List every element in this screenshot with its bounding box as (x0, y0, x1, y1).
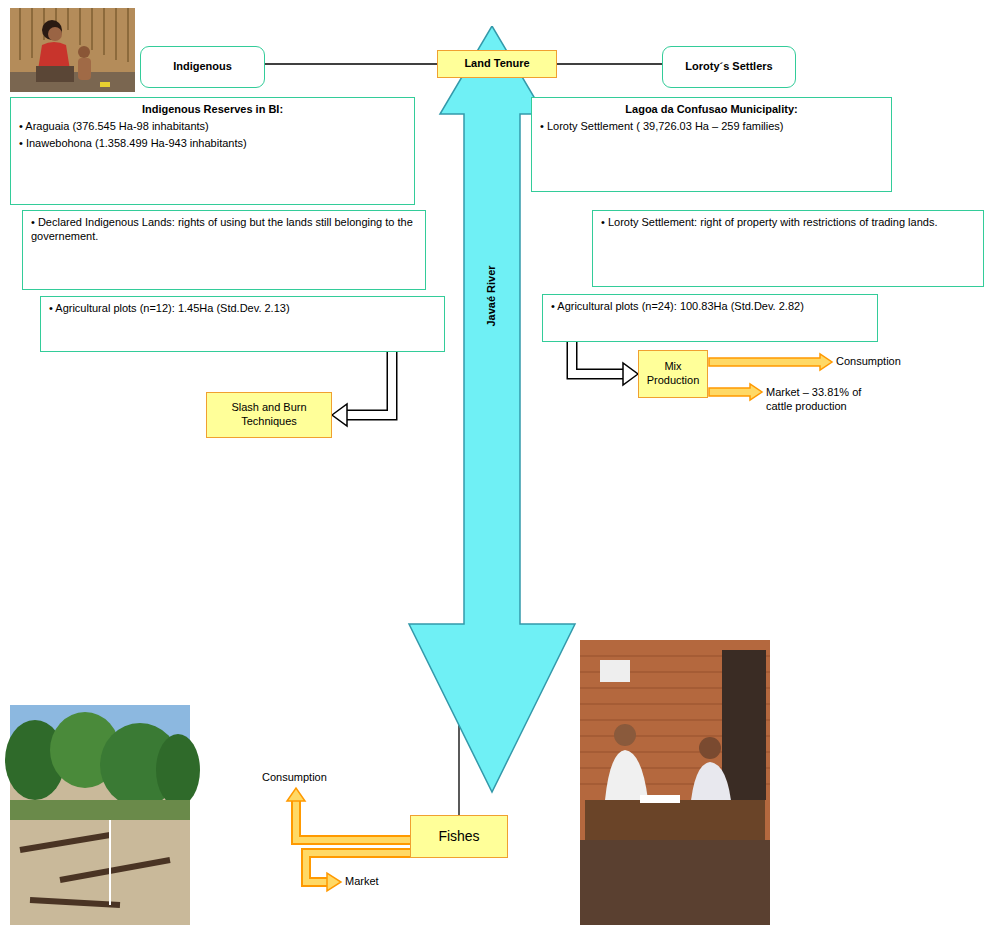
group-box: Loroty´s Settlers (662, 46, 796, 88)
photo-settlers-office-part (614, 724, 636, 746)
node-text: Slash and Burn Techniques (212, 401, 326, 429)
node-text: Land Tenure (464, 57, 529, 71)
arrow-head (623, 363, 638, 385)
photo-settlers-office-part (605, 750, 648, 800)
connector-line (265, 63, 437, 64)
node-text: Lagoa da Confusao Municipality: (540, 103, 883, 117)
photo-mother-child-part (10, 8, 135, 92)
photo-settlers-office-part (640, 795, 680, 803)
node-text: Indigenous Reserves in BI: (19, 103, 406, 117)
photo-settlers-office-part (580, 840, 770, 925)
output-arrow-part (709, 354, 832, 370)
connector-line (557, 63, 662, 64)
info-box: Indigenous Reserves in BI: • Araguaia (37… (10, 97, 415, 205)
photo-settlers-office (580, 640, 770, 925)
photo-mother-child-part (48, 27, 62, 41)
output-arrow-part (296, 800, 410, 840)
group-box: Indigenous (140, 46, 265, 88)
process-box: Fishes (410, 815, 508, 858)
output-arrow-part (296, 800, 410, 840)
connector-line (458, 725, 459, 815)
output-label: Market – 33.81% of cattle production (766, 386, 878, 414)
node-text: Loroty´s Settlers (685, 60, 772, 74)
output-label: Market (345, 875, 379, 889)
node-text: • Loroty Settlement ( 39,726.03 Ha – 259… (540, 120, 883, 134)
photo-mother-child (10, 8, 135, 92)
connector (557, 64, 662, 65)
node-text: • Agricultural plots (n=12): 1.45Ha (Std… (49, 302, 436, 316)
node-text: • Araguaia (376.545 Ha-98 inhabitants) (19, 120, 406, 134)
connector (572, 342, 638, 385)
photo-mother-child-part (20, 8, 128, 62)
photo-mother-child-part (42, 20, 62, 40)
info-box: • Loroty Settlement: right of property w… (592, 210, 984, 287)
photo-settlers-office-part (699, 737, 721, 759)
output-arrow (287, 788, 410, 891)
connector-outline (346, 352, 392, 415)
info-box: • Declared Indigenous Lands: rights of u… (22, 210, 426, 290)
node-text: Mix Production (644, 360, 702, 388)
river-label: Javaé River (485, 265, 499, 326)
node-text: • Declared Indigenous Lands: rights of u… (31, 216, 417, 244)
photo-mother-child-part (36, 66, 74, 82)
photo-forest-clearing (5, 705, 200, 925)
connector (265, 64, 437, 65)
output-label: Consumption (836, 355, 901, 369)
node-text: • Inawebohona (1.358.499 Ha-943 inhabita… (19, 137, 406, 151)
output-arrow-part (709, 384, 762, 400)
photo-settlers-office-part (585, 800, 765, 840)
output-arrow-part (287, 788, 305, 801)
process-box: Mix Production (638, 350, 708, 398)
photo-mother-child-part (100, 82, 110, 87)
connector-fill (572, 342, 624, 374)
photo-forest-clearing-part (109, 820, 111, 905)
photo-settlers-office-part (600, 660, 630, 682)
connector-outline (572, 342, 624, 374)
node-text: Fishes (438, 828, 479, 846)
photo-forest-clearing-part (20, 835, 170, 905)
connector (459, 725, 460, 815)
output-label: Consumption (262, 771, 327, 785)
node-text: • Agricultural plots (n=24): 100.83Ha (S… (551, 300, 869, 314)
photo-forest-clearing-part (156, 734, 200, 806)
photo-forest-clearing-part (10, 800, 190, 820)
output-arrow-part (327, 873, 341, 891)
title-box: Land Tenure (437, 50, 557, 78)
photo-settlers-office-part (580, 640, 770, 925)
arrow-head (332, 404, 347, 426)
connector-fill (346, 352, 392, 415)
info-box: Lagoa da Confusao Municipality: • Loroty … (531, 97, 892, 192)
info-box: • Agricultural plots (n=24): 100.83Ha (S… (542, 294, 878, 342)
photo-settlers-office-part (722, 650, 766, 800)
connector (332, 352, 392, 426)
info-box: • Agricultural plots (n=12): 1.45Ha (Std… (40, 296, 445, 352)
photo-mother-child-part (78, 46, 90, 58)
photo-mother-child-part (78, 58, 91, 80)
process-box: Slash and Burn Techniques (206, 392, 332, 438)
node-text: Indigenous (173, 60, 232, 74)
node-text: • Loroty Settlement: right of property w… (601, 216, 975, 230)
photo-mother-child-part (38, 42, 70, 70)
